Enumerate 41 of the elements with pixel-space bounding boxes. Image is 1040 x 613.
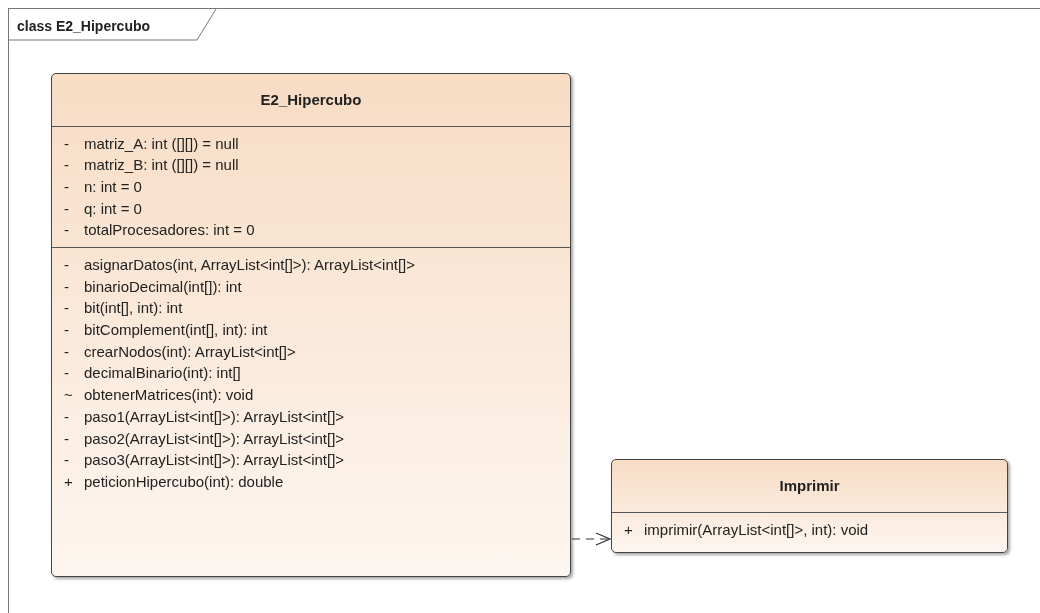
class-member: paso3(ArrayList<int[]>): ArrayList<int[]>: [84, 450, 345, 471]
dependency-arrow: [571, 532, 611, 546]
class-member: decimalBinario(int): int[]: [84, 363, 241, 384]
class-member: obtenerMatrices(int): void: [84, 385, 254, 406]
class-member: paso1(ArrayList<int[]>): ArrayList<int[]>: [84, 406, 345, 427]
class-member: bit(int[], int): int: [84, 298, 183, 319]
diagram-frame: [8, 8, 1040, 613]
class-member: q: int = 0: [84, 198, 142, 219]
visibility-sign: -: [64, 276, 70, 297]
class-member: crearNodos(int): ArrayList<int[]>: [84, 341, 296, 362]
visibility-sign: -: [64, 133, 70, 154]
class-member: n: int = 0: [84, 176, 142, 197]
visibility-sign: +: [624, 519, 634, 540]
class-member: peticionHipercubo(int): double: [84, 471, 284, 492]
visibility-sign: -: [64, 320, 70, 341]
visibility-sign: -: [64, 198, 70, 219]
class-name: E2_Hipercubo: [260, 89, 362, 110]
visibility-sign: -: [64, 220, 70, 241]
class-member: matriz_A: int ([][]) = null: [84, 133, 239, 154]
class-name: Imprimir: [779, 475, 840, 496]
visibility-sign: -: [64, 255, 70, 276]
visibility-sign: -: [64, 363, 70, 384]
visibility-sign: -: [64, 406, 70, 427]
visibility-sign: -: [64, 298, 70, 319]
visibility-sign: -: [64, 450, 70, 471]
class-box: [611, 459, 1008, 553]
visibility-sign: -: [64, 176, 70, 197]
visibility-sign: +: [64, 471, 74, 492]
class-member: totalProcesadores: int = 0: [84, 220, 255, 241]
visibility-sign: -: [64, 155, 70, 176]
class-member: asignarDatos(int, ArrayList<int[]>): ArrayList<int[]>: [84, 255, 415, 276]
visibility-sign: -: [64, 428, 70, 449]
class-member: matriz_B: int ([][]) = null: [84, 155, 239, 176]
class-box: [51, 73, 571, 577]
class-member: imprimir(ArrayList<int[]>, int): void: [644, 519, 869, 540]
visibility-sign: ~: [64, 385, 74, 406]
class-member: bitComplement(int[], int): int: [84, 320, 268, 341]
visibility-sign: -: [64, 341, 70, 362]
class-member: binarioDecimal(int[]): int: [84, 276, 242, 297]
class-member: paso2(ArrayList<int[]>): ArrayList<int[]>: [84, 428, 345, 449]
frame-title: class E2_Hipercubo: [17, 17, 151, 36]
